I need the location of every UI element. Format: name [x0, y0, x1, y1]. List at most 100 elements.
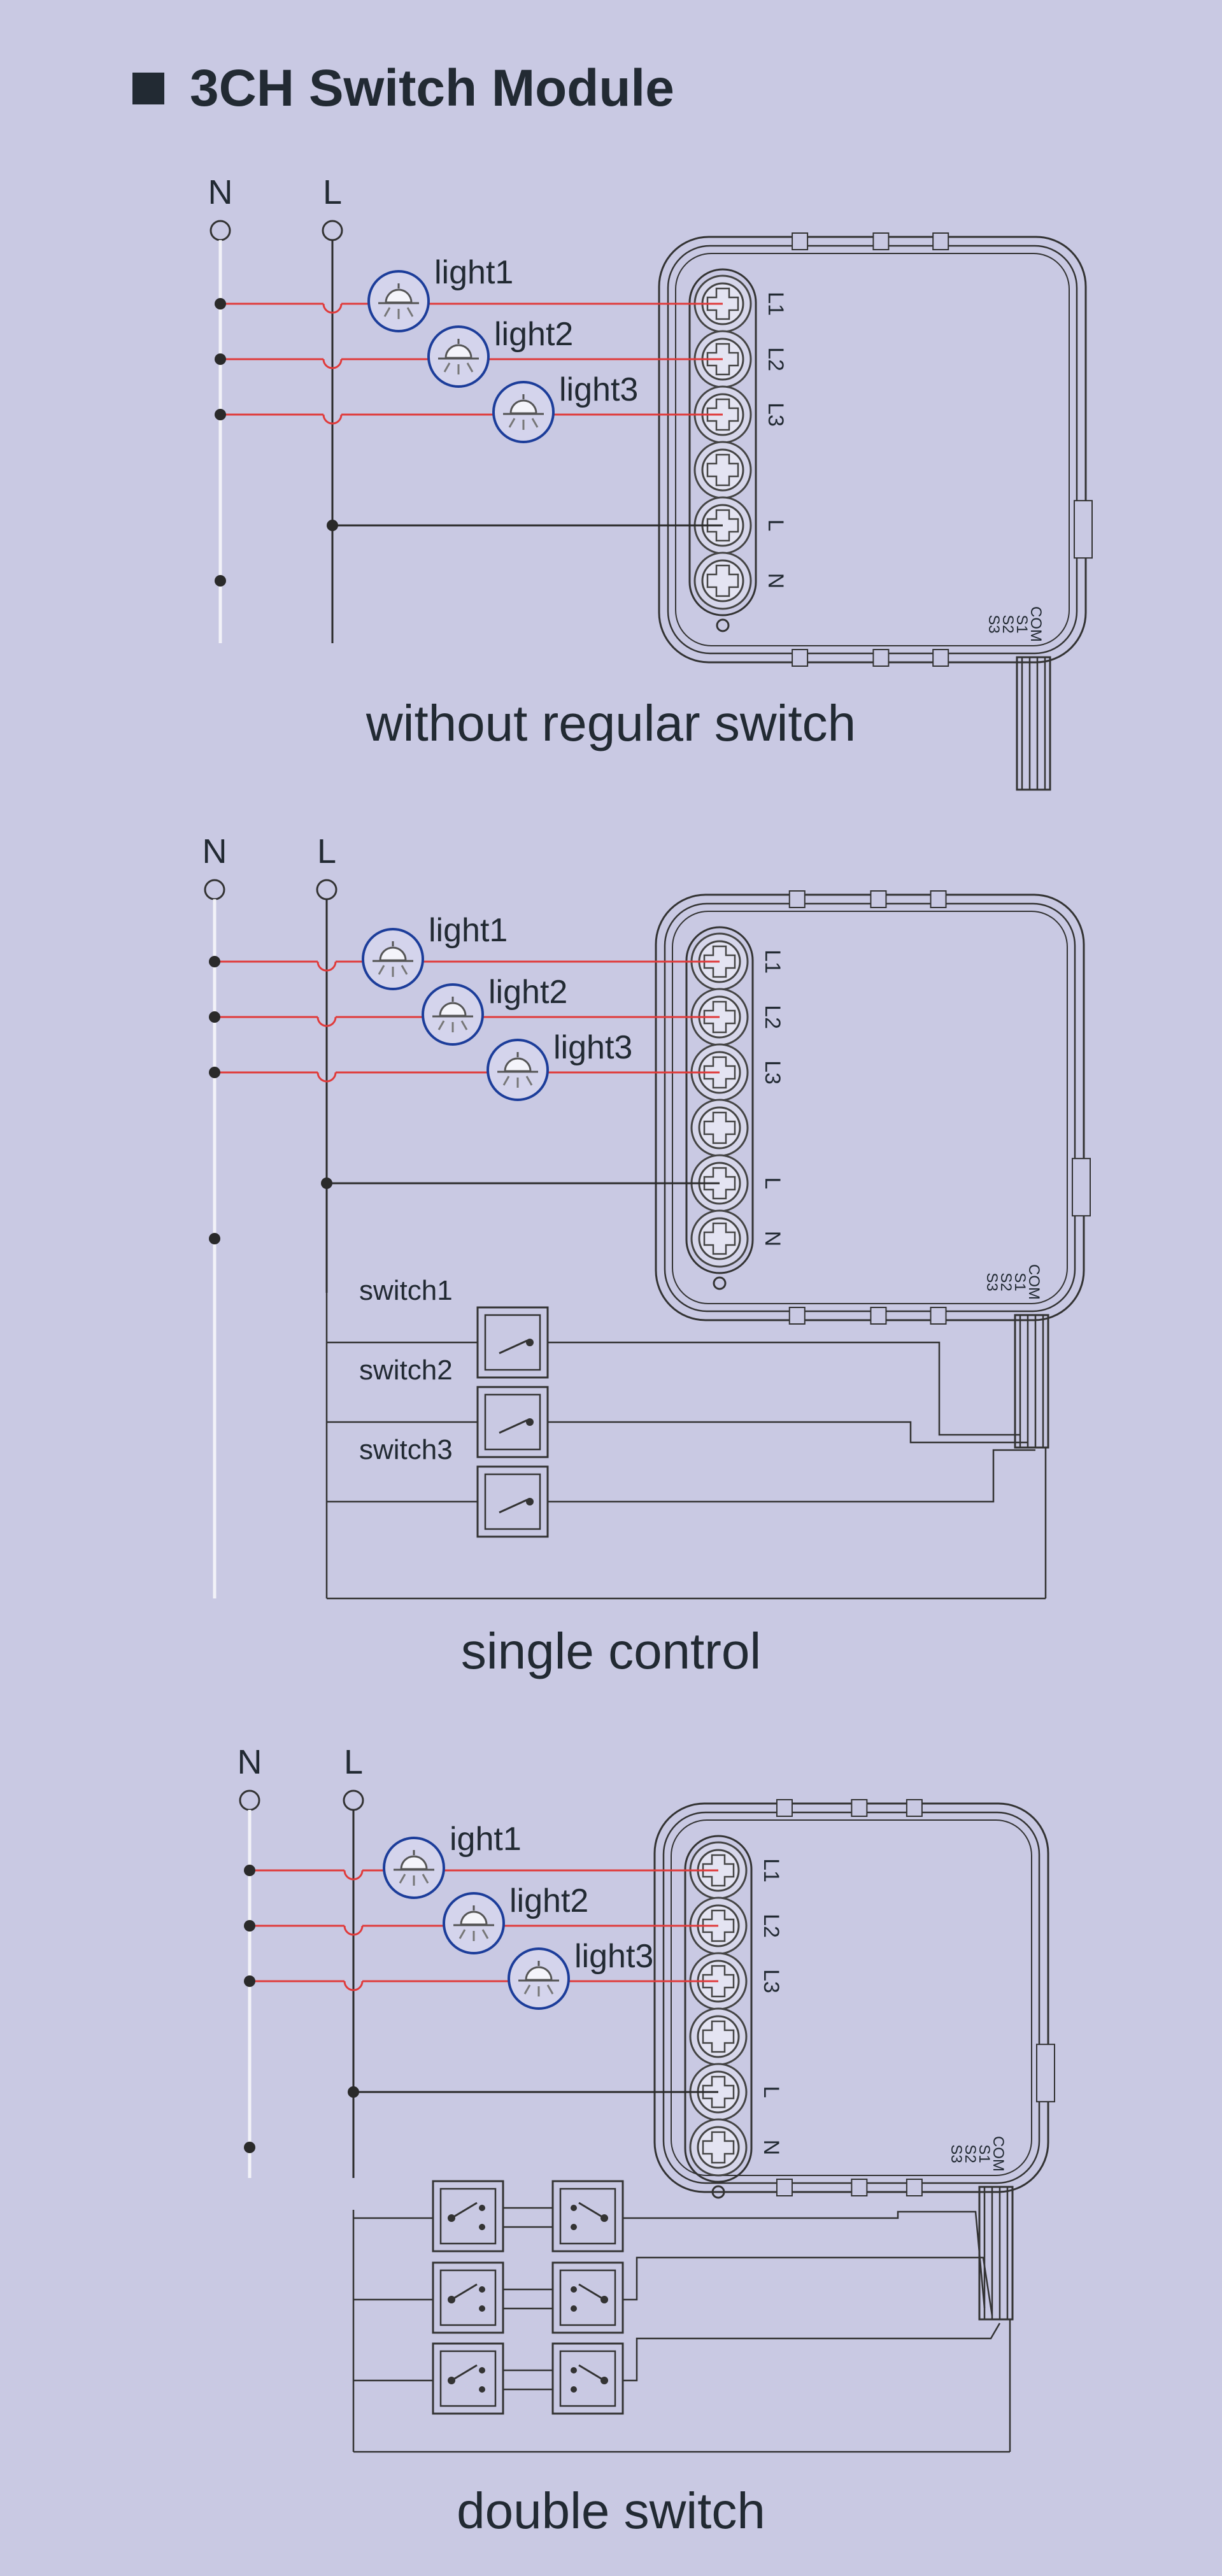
switch-contact	[578, 2283, 605, 2301]
module-hole	[711, 2185, 725, 2199]
terminal-cross	[706, 509, 739, 542]
lamp-icon	[383, 1837, 445, 1899]
junction-dot	[348, 2086, 359, 2098]
lamp-ray	[481, 1929, 489, 1939]
terminal-label: L2	[760, 1005, 785, 1029]
aux-terminal-label: COM	[990, 2136, 1007, 2172]
terminal-label: N	[764, 573, 788, 589]
screw-terminal	[689, 2118, 748, 2177]
junction-dot	[215, 298, 226, 310]
wall-switch	[432, 2180, 504, 2252]
switch-rocker	[439, 2188, 497, 2245]
lamp-ray	[437, 1020, 445, 1030]
terminal-label: L3	[764, 402, 788, 427]
switch-pivot	[526, 1418, 534, 1426]
switch-rocker	[439, 2350, 497, 2407]
terminal-label: N	[759, 2140, 783, 2156]
wall-switch	[476, 1306, 549, 1379]
terminal-strip	[685, 926, 754, 1274]
switch-plate	[432, 2261, 504, 2334]
lamp-ray	[508, 418, 516, 428]
light-label: light3	[574, 1938, 653, 1975]
caption-without-regular-switch: without regular switch	[366, 695, 856, 751]
lamp-ray	[458, 1929, 466, 1939]
lamp-dome	[509, 399, 537, 415]
module-outline	[655, 893, 1085, 1321]
wire-crossover	[316, 961, 337, 972]
module-clip	[906, 2179, 923, 2196]
aux-terminal-label: COM	[1027, 606, 1044, 642]
module-side-clip	[1072, 1158, 1091, 1217]
junction-dot	[327, 520, 338, 531]
switch-contact	[451, 2202, 478, 2219]
terminal-label: L1	[764, 292, 788, 316]
wire-crossover	[322, 414, 343, 425]
lamp-icon	[492, 381, 555, 443]
switch-contact	[499, 1498, 528, 1514]
aux-terminal-label: S1	[1013, 615, 1030, 633]
switch-point	[479, 2224, 485, 2230]
screw-terminal	[693, 441, 752, 499]
lamp-dome	[525, 1966, 553, 1981]
switch-point	[571, 2386, 577, 2393]
aux-terminal-label: S3	[985, 615, 1002, 633]
neutral-label: N	[238, 1743, 262, 1781]
neutral-terminal	[204, 879, 225, 900]
module-clip	[932, 232, 949, 250]
module-clip	[792, 649, 809, 667]
switch-point	[571, 2286, 577, 2293]
terminal-cross	[702, 2075, 735, 2109]
switch-point	[571, 2205, 577, 2211]
lamp-icon	[487, 1039, 549, 1101]
switch-label: switch2	[359, 1355, 453, 1386]
terminal-inner	[701, 448, 744, 492]
lamp-ray	[460, 1020, 468, 1030]
lamp-ray	[422, 1874, 429, 1884]
light-label: light3	[559, 371, 638, 408]
lamp-ray	[531, 418, 539, 428]
light-label: light1	[429, 912, 508, 949]
terminal-label: L2	[759, 1914, 783, 1938]
module-inner-outline	[664, 902, 1076, 1313]
terminal-cross	[706, 343, 739, 376]
module-clip	[872, 649, 890, 667]
cable-sheath	[1016, 656, 1051, 791]
switch-pivot	[526, 1339, 534, 1346]
lamp-icon	[367, 270, 430, 332]
screw-terminal	[690, 1099, 749, 1157]
module-inner-outline	[667, 245, 1078, 655]
junction-dot	[209, 1233, 220, 1244]
terminal-cross	[706, 564, 739, 597]
junction-dot	[244, 1865, 255, 1876]
module-hole	[716, 618, 730, 632]
screw-terminal	[689, 2007, 748, 2066]
switch-pivot	[526, 1498, 534, 1505]
terminal-cross	[706, 398, 739, 431]
switch-contact	[578, 2364, 605, 2382]
terminal-cross	[706, 287, 739, 320]
terminal-cross	[703, 1222, 736, 1255]
module-clip	[930, 890, 947, 908]
terminal-label: L2	[764, 347, 788, 371]
lamp-ray	[383, 307, 391, 317]
wire-crossover	[343, 1981, 364, 1991]
switch-plate	[432, 2342, 504, 2415]
terminal-cross	[702, 1854, 735, 1887]
terminal-cross	[702, 1909, 735, 1942]
lamp-icon	[427, 325, 490, 388]
terminal-cross	[703, 1111, 736, 1144]
module-face	[675, 253, 1070, 646]
live-label: L	[317, 832, 336, 871]
switch-plate	[432, 2180, 504, 2252]
module-clip	[792, 232, 809, 250]
terminal-label: L	[760, 1178, 785, 1190]
module-clip	[906, 1799, 923, 1817]
wall-switch	[476, 1465, 549, 1538]
live-label: L	[344, 1743, 363, 1781]
aux-terminal-label: S2	[962, 2144, 979, 2163]
lamp-ray	[443, 362, 451, 373]
switch-point	[479, 2367, 485, 2373]
wire-crossover	[322, 303, 343, 314]
live-terminal	[316, 879, 337, 900]
